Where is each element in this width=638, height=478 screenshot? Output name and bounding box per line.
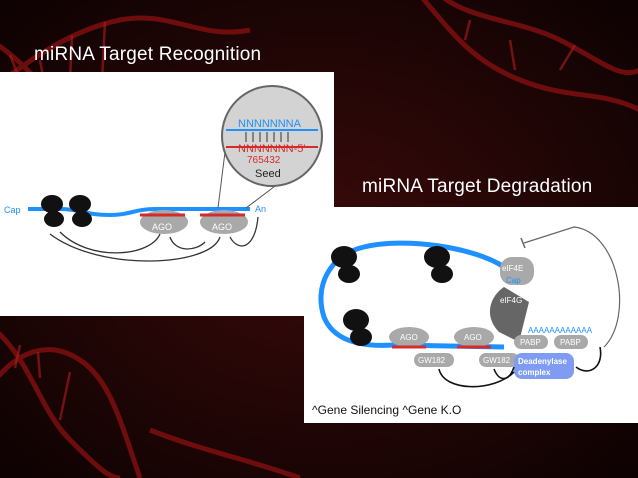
seed-magnifier [221, 85, 323, 187]
ribosome-1 [41, 195, 64, 227]
seed-label: Seed [255, 168, 281, 180]
regulation-arrow-3 [169, 236, 206, 250]
ago-label-1: AGO [400, 333, 418, 342]
deadenylase-label-line1: Deadenylase [518, 357, 567, 366]
pabp-label-2: PABP [560, 338, 581, 347]
regulation-arrow-2 [493, 366, 515, 380]
ribosome-1 [331, 246, 360, 283]
eif4g-label: eIF4G [500, 296, 522, 305]
ago-label-2: AGO [464, 333, 482, 342]
target-degradation-diagram: eIF4E Cap eIF4G AGO AGO GW182 GW182 AAAA… [318, 226, 621, 388]
polya-label: An [255, 204, 266, 214]
title-target-recognition: miRNA Target Recognition [34, 44, 262, 65]
eif4g-protein [489, 287, 529, 342]
eif4e-protein [500, 257, 534, 285]
title-target-degradation: miRNA Target Degradation [362, 176, 593, 197]
ago-label-2: AGO [212, 222, 232, 232]
gw182-protein-1 [414, 353, 454, 367]
gw182-protein-2 [479, 353, 519, 367]
seed-positions: 765432 [247, 155, 281, 166]
caption: ^Gene Silencing ^Gene K.O [312, 403, 462, 417]
pabp-protein-1 [514, 335, 548, 349]
cap-label: Cap [4, 205, 21, 215]
polya-tail: AAAAAAAAAAAA [528, 326, 593, 335]
regulation-arrow-1 [59, 231, 161, 254]
mirna-sequence: NNNNNNN-5' [238, 143, 306, 155]
cap-label: Cap [506, 276, 521, 285]
ribosome-2 [69, 195, 92, 227]
pabp-label-1: PABP [520, 338, 541, 347]
target-degradation-panel: eIF4E Cap eIF4G AGO AGO GW182 GW182 AAAA… [304, 207, 638, 423]
eif4e-label: eIF4E [502, 264, 523, 273]
inhibition-arrow [523, 226, 621, 348]
target-recognition-panel: Cap An AGO AGO NNNNN [0, 72, 334, 316]
ago-protein-2 [454, 327, 494, 347]
ribosome-3 [343, 309, 372, 346]
target-recognition-diagram: Cap An AGO AGO NNNNN [4, 85, 323, 262]
gw182-label-2: GW182 [483, 356, 511, 365]
gw182-label-1: GW182 [418, 356, 446, 365]
ago-protein-1 [389, 327, 429, 347]
ago-label-1: AGO [152, 222, 172, 232]
pabp-protein-2 [554, 335, 588, 349]
mrna-strand [28, 207, 250, 218]
target-sequence: NNNNNNNA [238, 118, 302, 130]
ribosome-2 [424, 246, 453, 283]
deadenylase-label-line2: complex [518, 368, 551, 377]
deadenylase-complex [514, 353, 574, 379]
regulation-arrow-3 [575, 346, 602, 372]
regulation-arrow-2 [49, 233, 221, 262]
regulation-arrow-4 [229, 216, 259, 247]
